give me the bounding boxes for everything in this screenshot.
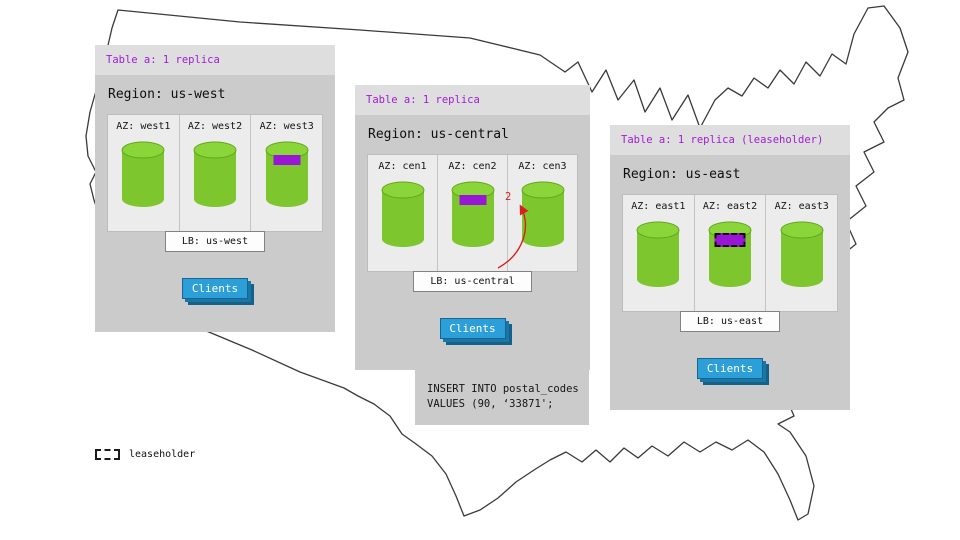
table-replica-label: Table a: 1 replica (leaseholder)	[610, 125, 850, 155]
panel-body: Region: us-east AZ: east1 AZ: east2	[610, 155, 850, 379]
legend: leaseholder	[95, 449, 195, 460]
region-title: Region: us-west	[108, 87, 226, 102]
az-column-east3: AZ: east3	[765, 195, 837, 311]
table-replica-label: Table a: 1 replica	[95, 45, 335, 75]
az-label: AZ: west1	[116, 121, 171, 132]
panel-body: Region: us-west AZ: west1 AZ: west2	[95, 75, 335, 299]
sql-line-2: VALUES (90, ‘33871';	[427, 398, 554, 410]
load-balancer-us-central: LB: us-central	[413, 271, 532, 292]
database-cylinder	[450, 181, 496, 249]
az-column-cen3: AZ: cen3	[507, 155, 577, 271]
replica-marker	[273, 155, 301, 165]
database-cylinder	[192, 141, 238, 209]
az-label: AZ: east2	[702, 201, 758, 212]
arrow-step-number: 2	[505, 191, 512, 203]
clients-button-us-central[interactable]: Clients	[439, 318, 506, 339]
az-label: AZ: east1	[631, 201, 686, 212]
az-column-cen1: AZ: cen1	[368, 155, 437, 271]
az-label: AZ: cen2	[448, 161, 497, 172]
clients-button-us-west[interactable]: Clients	[182, 278, 248, 299]
load-balancer-us-east: LB: us-east	[679, 311, 781, 332]
az-label: AZ: east3	[774, 201, 829, 212]
sql-line-1: INSERT INTO postal_codes	[427, 383, 579, 395]
az-label: AZ: west3	[259, 121, 314, 132]
az-column-west1: AZ: west1	[108, 115, 179, 231]
database-cylinder	[520, 181, 566, 249]
cylinder-icon	[121, 141, 165, 207]
database-cylinder	[380, 181, 426, 249]
database-cylinder	[264, 141, 310, 209]
replica-marker	[459, 195, 486, 205]
sql-insert-note: INSERT INTO postal_codes VALUES (90, ‘33…	[415, 369, 589, 425]
region-panel-us-west: Table a: 1 replica Region: us-west AZ: w…	[95, 45, 335, 332]
az-column-east1: AZ: east1	[623, 195, 694, 311]
az-column-west2: AZ: west2	[178, 115, 251, 231]
cylinder-icon	[265, 141, 309, 207]
cylinder-icon	[708, 221, 752, 287]
cylinder-icon	[193, 141, 237, 207]
load-balancer-us-west: LB: us-west	[164, 231, 266, 252]
az-label: AZ: cen3	[518, 161, 567, 172]
database-cylinder	[635, 221, 681, 289]
table-replica-label: Table a: 1 replica	[355, 85, 590, 115]
cylinder-icon	[636, 221, 680, 287]
cylinder-icon	[381, 181, 424, 247]
cylinder-icon	[451, 181, 494, 247]
cylinder-icon	[521, 181, 564, 247]
az-column-east2: AZ: east2	[693, 195, 766, 311]
az-box: AZ: west1 AZ: west2	[107, 114, 323, 232]
region-title: Region: us-east	[623, 167, 741, 182]
az-label: AZ: west2	[187, 121, 243, 132]
leaseholder-replica-marker	[714, 233, 746, 247]
region-panel-us-central: Table a: 1 replica Region: us-central AZ…	[355, 85, 590, 370]
region-panel-us-east: Table a: 1 replica (leaseholder) Region:…	[610, 125, 850, 410]
legend-label: leaseholder	[129, 449, 196, 460]
panel-body: Region: us-central AZ: cen1 AZ: cen2	[355, 115, 590, 339]
az-label: AZ: cen1	[378, 161, 427, 172]
database-cylinder	[120, 141, 166, 209]
leaseholder-dashed-icon	[95, 449, 120, 460]
clients-button-us-east[interactable]: Clients	[697, 358, 763, 379]
az-column-cen2: AZ: cen2	[437, 155, 507, 271]
database-cylinder	[707, 221, 753, 289]
region-title: Region: us-central	[368, 127, 509, 142]
database-cylinder	[779, 221, 825, 289]
az-column-west3: AZ: west3	[250, 115, 322, 231]
az-box: AZ: east1 AZ: east2	[622, 194, 838, 312]
cylinder-icon	[780, 221, 824, 287]
az-box: AZ: cen1 AZ: cen2	[367, 154, 578, 272]
